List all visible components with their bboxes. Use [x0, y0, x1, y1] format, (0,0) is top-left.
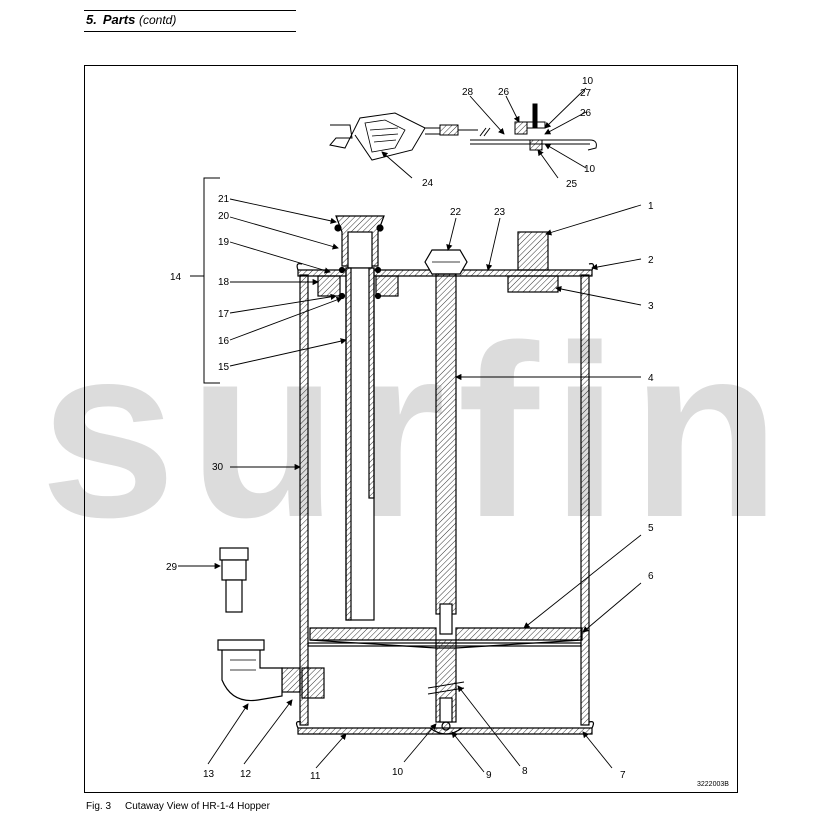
hopper-body	[217, 215, 595, 735]
section-name: Parts	[102, 12, 136, 27]
callout-26-right: 26	[580, 108, 592, 119]
callout-29: 29	[166, 562, 178, 573]
callout-15: 15	[218, 362, 230, 373]
callout-24: 24	[422, 178, 434, 189]
callout-4: 4	[648, 373, 654, 384]
section-number: 5.	[86, 12, 97, 27]
callout-26-left: 26	[498, 87, 510, 98]
callout-23: 23	[494, 207, 506, 218]
callout-5: 5	[648, 523, 654, 534]
callout-6: 6	[648, 571, 654, 582]
section-title: 5. Parts (contd)	[86, 12, 176, 27]
figure-frame	[84, 65, 738, 793]
agitator-assembly	[329, 103, 597, 161]
group-bracket-14	[190, 177, 220, 384]
callout-18: 18	[218, 277, 230, 288]
callout-17: 17	[218, 309, 230, 320]
callout-27: 27	[580, 88, 592, 99]
callout-2: 2	[648, 255, 654, 266]
callout-21: 21	[218, 194, 230, 205]
callout-3: 3	[648, 301, 654, 312]
header-bottom-rule	[84, 31, 296, 32]
callout-30: 30	[212, 462, 224, 473]
callout-10-top: 10	[582, 76, 594, 87]
watermark-text: surfin	[40, 294, 793, 568]
callout-10-bottom: 10	[392, 767, 404, 778]
callout-19: 19	[218, 237, 230, 248]
leader-lines	[178, 87, 642, 773]
callout-1: 1	[648, 201, 654, 212]
figure-label: Fig. 3	[86, 801, 112, 812]
callout-28: 28	[462, 87, 474, 98]
section-suffix: (contd)	[139, 13, 177, 27]
figure-caption-text: Cutaway View of HR-1-4 Hopper	[125, 801, 270, 812]
callout-9: 9	[486, 770, 492, 781]
callout-13: 13	[203, 769, 215, 780]
callout-20: 20	[218, 211, 230, 222]
callout-12: 12	[240, 769, 252, 780]
callout-numbers: 1 2 3 4 5 6 7 8 9 10 10 10 11 12 13 14 1…	[166, 76, 654, 782]
callout-25: 25	[566, 179, 578, 190]
callout-14: 14	[170, 272, 182, 283]
callout-22: 22	[450, 207, 462, 218]
figure-caption: Fig. 3 Cutaway View of HR-1-4 Hopper	[86, 801, 270, 812]
callout-8: 8	[522, 766, 528, 777]
callout-10-lower: 10	[584, 164, 596, 175]
header-top-rule	[84, 10, 296, 11]
drawing-number: 3222003B	[697, 781, 729, 788]
callout-7: 7	[620, 770, 626, 781]
callout-16: 16	[218, 336, 230, 347]
callout-11: 11	[310, 771, 321, 782]
